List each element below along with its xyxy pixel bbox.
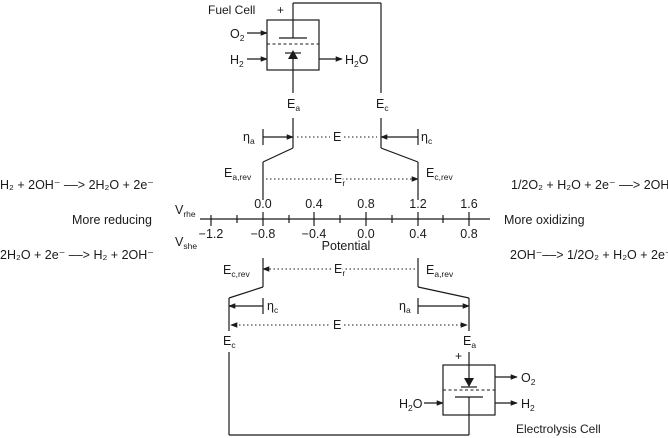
reaction-anode-oxidation: H₂ + 2OH⁻ ––> 2H₂O + 2e⁻	[0, 178, 154, 192]
bottom-e-a-label: Ea	[463, 334, 476, 350]
fuel-cell-o2-input-label: O2	[230, 27, 245, 43]
electrolysis-internal-arrow	[464, 378, 474, 387]
fuel-cell-title: Fuel Cell	[208, 3, 255, 17]
bottom-e-r-label: Er	[334, 262, 345, 278]
rhe-tick-label: 0.4	[305, 197, 322, 211]
top-e-a-label: Ea	[287, 97, 300, 113]
bottom-anode-slant	[417, 286, 470, 299]
reaction-cathode-water-reduction: 2H₂O + 2e⁻ ––> H₂ + 2OH⁻	[0, 248, 154, 262]
potential-axis-title: Potential	[322, 239, 371, 253]
top-anode-slant	[262, 147, 294, 163]
bottom-eta-c-label: ηc	[267, 299, 279, 315]
electrolysis-h2-output-label: H2	[521, 397, 535, 413]
rhe-tick-label: 0.8	[357, 197, 374, 211]
fuel-cell-internal-arrow	[288, 50, 298, 59]
v-rhe-label: Vrhe	[175, 203, 196, 219]
potential-axis: More reducing More oxidizing Vrhe Vshe 0…	[72, 197, 585, 253]
fuel-cell-plus: +	[277, 3, 284, 17]
bottom-cathode-slant	[228, 286, 264, 299]
electrolysis-potentials: Ec,rev Ea,rev Er ηc ηa E Ec Ea	[223, 258, 476, 350]
fuel-cell-potentials: Ea Ec ηa E ηc Ea,rev Ec,rev Er	[224, 97, 454, 200]
fuel-cell-water-output-label: H2O	[345, 53, 369, 69]
bottom-eta-a-label: ηa	[399, 299, 411, 315]
top-cathode-slant	[380, 147, 419, 163]
top-eta-c-label: ηc	[421, 130, 433, 146]
rhe-tick-label: 1.6	[460, 197, 477, 211]
she-tick-label: −1.2	[199, 227, 224, 241]
bottom-e-a-rev-label: Ea,rev	[426, 263, 454, 279]
reaction-cathode-reduction: 1/2O₂ + H₂O + 2e⁻ ––> 2OH⁻	[511, 178, 668, 192]
more-reducing-label: More reducing	[72, 213, 152, 227]
electrolysis-cell-title: Electrolysis Cell	[516, 422, 601, 436]
top-e-c-rev-label: Ec,rev	[426, 166, 454, 182]
top-e-r-label: Er	[334, 172, 345, 188]
she-tick-label: 0.4	[409, 227, 426, 241]
reaction-anode-hydroxide-oxidation: 2OH⁻––> 1/2O₂ + H₂O + 2e⁻	[510, 248, 668, 262]
bottom-e-label: E	[333, 318, 341, 332]
top-e-c-label: Ec	[376, 97, 389, 113]
top-e-a-rev-label: Ea,rev	[224, 166, 252, 182]
she-tick-label: 0.0	[357, 227, 374, 241]
top-e-label: E	[333, 130, 341, 144]
electrolysis-o2-output-label: O2	[521, 371, 536, 387]
rhe-tick-label: 1.2	[409, 197, 426, 211]
she-tick-label: −0.8	[251, 227, 276, 241]
electrolysis-plus: +	[455, 349, 462, 363]
electrolysis-water-input-label: H2O	[399, 397, 423, 413]
she-tick-label: 0.8	[460, 227, 477, 241]
rhe-tick-label: 0.0	[254, 197, 271, 211]
she-tick-label: −0.4	[302, 227, 327, 241]
more-oxidizing-label: More oxidizing	[504, 213, 585, 227]
bottom-e-c-label: Ec	[223, 334, 236, 350]
top-eta-a-label: ηa	[243, 130, 255, 146]
fuel-cell: Fuel Cell + O2 H2 H2O	[208, 2, 382, 93]
bottom-e-c-rev-label: Ec,rev	[223, 263, 251, 279]
fuel-cell-h2-input-label: H2	[230, 53, 244, 69]
electrolysis-cell: + O2 H2 H2O Electrolysis Cell	[228, 349, 601, 436]
v-she-label: Vshe	[175, 235, 197, 251]
